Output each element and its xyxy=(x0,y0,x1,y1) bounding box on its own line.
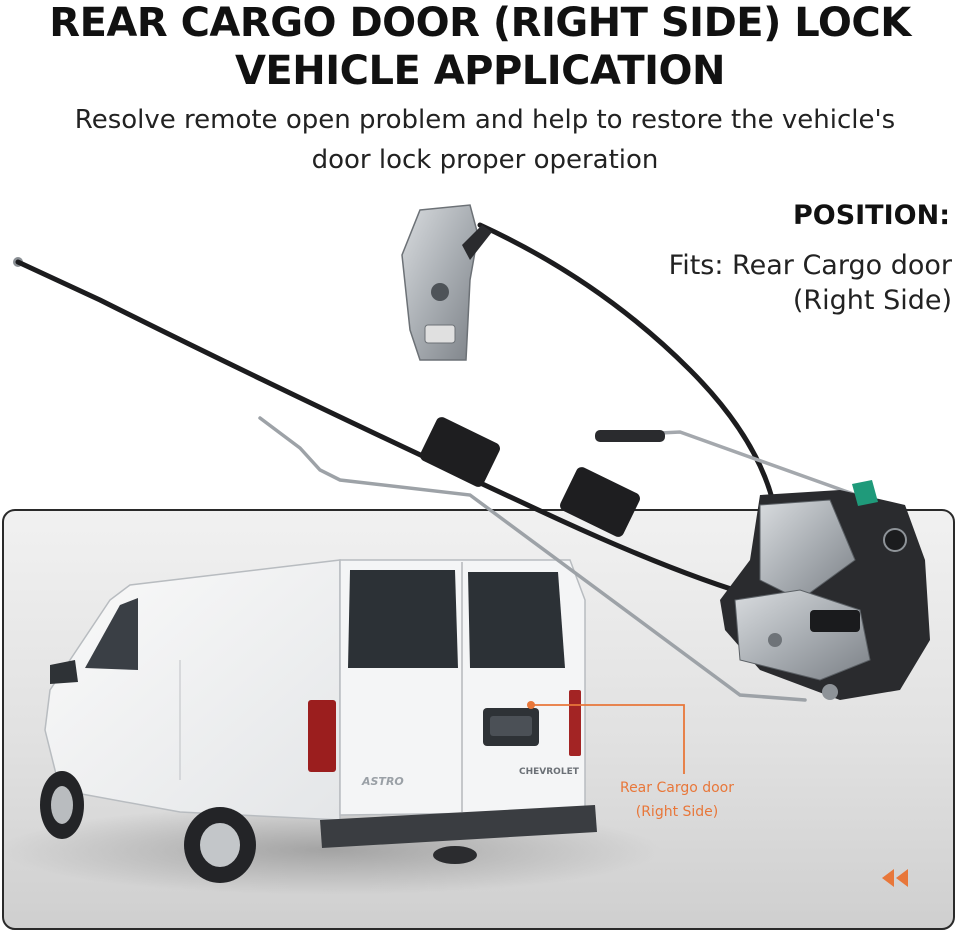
position-line1: Fits: Rear Cargo door xyxy=(668,250,952,281)
rewind-icon[interactable] xyxy=(878,866,912,895)
page-title-line2: VEHICLE APPLICATION xyxy=(234,48,726,94)
callout-label-line2: (Right Side) xyxy=(635,804,719,820)
model-badge: ASTRO xyxy=(362,775,404,788)
position-heading: POSITION: xyxy=(792,200,950,231)
page-title: REAR CARGO DOOR (RIGHT SIDE) LOCK xyxy=(49,0,911,46)
subtitle-line2: door lock proper operation xyxy=(311,145,659,175)
subtitle-line1: Resolve remote open problem and help to … xyxy=(74,105,896,135)
position-line2: (Right Side) xyxy=(792,285,952,316)
brand-badge: CHEVROLET xyxy=(519,767,579,777)
van-illustration xyxy=(0,559,660,895)
position-text: Fits: Rear Cargo door (Right Side) xyxy=(669,248,952,318)
callout-label-line1: Rear Cargo door xyxy=(619,780,735,796)
subtitle: Resolve remote open problem and help to … xyxy=(40,100,930,180)
lock-actuator xyxy=(720,480,930,700)
upper-latch-bracket xyxy=(401,204,492,361)
lock-cable-assembly xyxy=(13,222,872,702)
